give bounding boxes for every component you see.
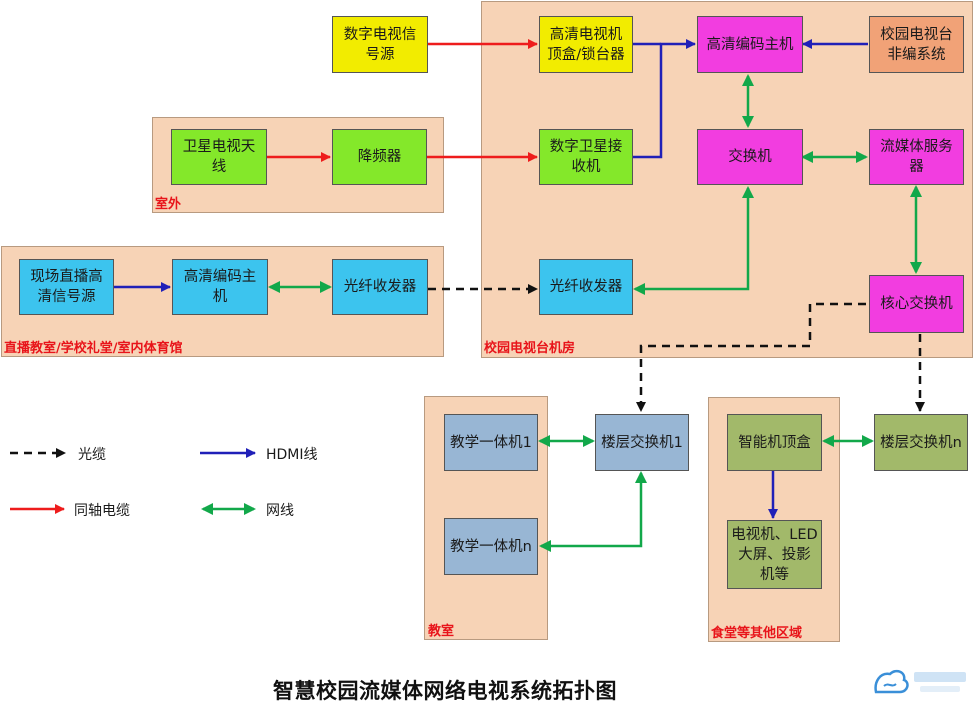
machine-room-label: 校园电视台机房: [484, 341, 576, 356]
stream-server-box: 流媒体服务器: [869, 129, 964, 185]
fiber-tx-label: 光纤收发器: [343, 279, 417, 295]
nonlinear-edit-line2: 非编系统: [887, 46, 946, 63]
dsat-receiver-box: 数字卫星接收机: [539, 129, 633, 185]
fiber-tx-box: 光纤收发器: [332, 259, 428, 315]
displays-line2: 大屏、投影: [738, 546, 811, 563]
hd-encoder-room-label: 高清编码主机: [706, 36, 794, 53]
nonlinear-edit-line1: 校园电视台: [880, 26, 953, 43]
other-areas-label: 食堂等其他区域: [711, 626, 803, 641]
hd-encoder-live-box: 高清编码主机: [172, 259, 268, 315]
diagram-title: 智慧校园流媒体网络电视系统拓扑图: [273, 678, 617, 703]
hd-encoder-room-box: 高清编码主机: [697, 16, 803, 73]
dsat-receiver-line1: 数字卫星接: [549, 139, 623, 155]
nonlinear-edit-box: 校园电视台非编系统: [869, 16, 964, 73]
watermark-logo: [874, 669, 966, 694]
floor-switch-1-label: 楼层交换机1: [601, 434, 683, 451]
net-switch-fiberrx: [633, 186, 754, 295]
sat-antenna-box: 卫星电视天线: [171, 129, 267, 185]
hd-encoder-live-line1: 高清编码主: [183, 269, 257, 285]
outdoor-label: 室外: [155, 197, 182, 212]
teaching-pc-n-box: 教学一体机n: [444, 518, 538, 575]
dtv-source-line2: 号源: [365, 46, 395, 63]
live-source-line1: 现场直播高: [30, 269, 103, 285]
teaching-pc-n-label: 教学一体机n: [450, 538, 532, 555]
stream-server-line1: 流媒体服务: [880, 139, 953, 155]
floor-switch-n-box: 楼层交换机n: [874, 414, 968, 471]
fiber-rx-box: 光纤收发器: [539, 259, 633, 315]
legend-hdmi-label: HDMI线: [266, 447, 318, 463]
downconverter-label: 降频器: [357, 149, 402, 165]
switch-label: 交换机: [728, 149, 772, 165]
dsat-receiver-line2: 收机: [571, 159, 601, 175]
teaching-pc-1-label: 教学一体机1: [450, 434, 532, 451]
displays-box: 电视机、LED 大屏、投影机等: [727, 520, 822, 589]
smart-stb-box: 智能机顶盒: [727, 414, 822, 471]
floor-switch-n-label: 楼层交换机n: [880, 434, 962, 451]
legend-network-label: 网线: [266, 503, 294, 519]
live-source-box: 现场直播高清信号源: [19, 259, 114, 315]
downconverter-box: 降频器: [332, 129, 427, 185]
switch-box: 交换机: [697, 129, 803, 185]
displays-line3: 机等: [760, 566, 789, 583]
hd-stb-box: 高清电视机顶盒/锁台器: [539, 16, 633, 73]
hdmi-receiver-to-encoder: [633, 39, 696, 159]
stream-server-line2: 器: [909, 159, 924, 175]
net-pcn-floorswitch1: [539, 471, 647, 552]
core-switch-box: 核心交换机: [869, 275, 964, 333]
classroom-label: 教室: [428, 624, 455, 639]
core-switch-label: 核心交换机: [880, 296, 953, 312]
legend-fiber-label: 光缆: [78, 447, 106, 463]
teaching-pc-1-box: 教学一体机1: [444, 414, 538, 471]
dtv-source-box: 数字电视信号源: [332, 16, 428, 73]
fiber-rx-label: 光纤收发器: [549, 279, 623, 295]
live-venues-label: 直播教室/学校礼堂/室内体育馆: [4, 341, 183, 356]
displays-line1: 电视机、LED: [731, 526, 818, 543]
hd-stb-line2: 顶盒/锁台器: [547, 46, 625, 63]
floor-switch-1-box: 楼层交换机1: [595, 414, 689, 471]
sat-antenna-line2: 线: [211, 159, 227, 175]
fiber-core-to-floorswitch1: [636, 302, 866, 412]
smart-stb-label: 智能机顶盒: [738, 434, 811, 451]
sat-antenna-line1: 卫星电视天: [182, 139, 256, 155]
hd-encoder-live-line2: 机: [212, 289, 228, 305]
live-source-line2: 清信号源: [37, 289, 96, 305]
legend-coax-label: 同轴电缆: [74, 503, 130, 519]
dtv-source-line1: 数字电视信: [343, 26, 417, 43]
hd-stb-line1: 高清电视机: [549, 26, 623, 43]
